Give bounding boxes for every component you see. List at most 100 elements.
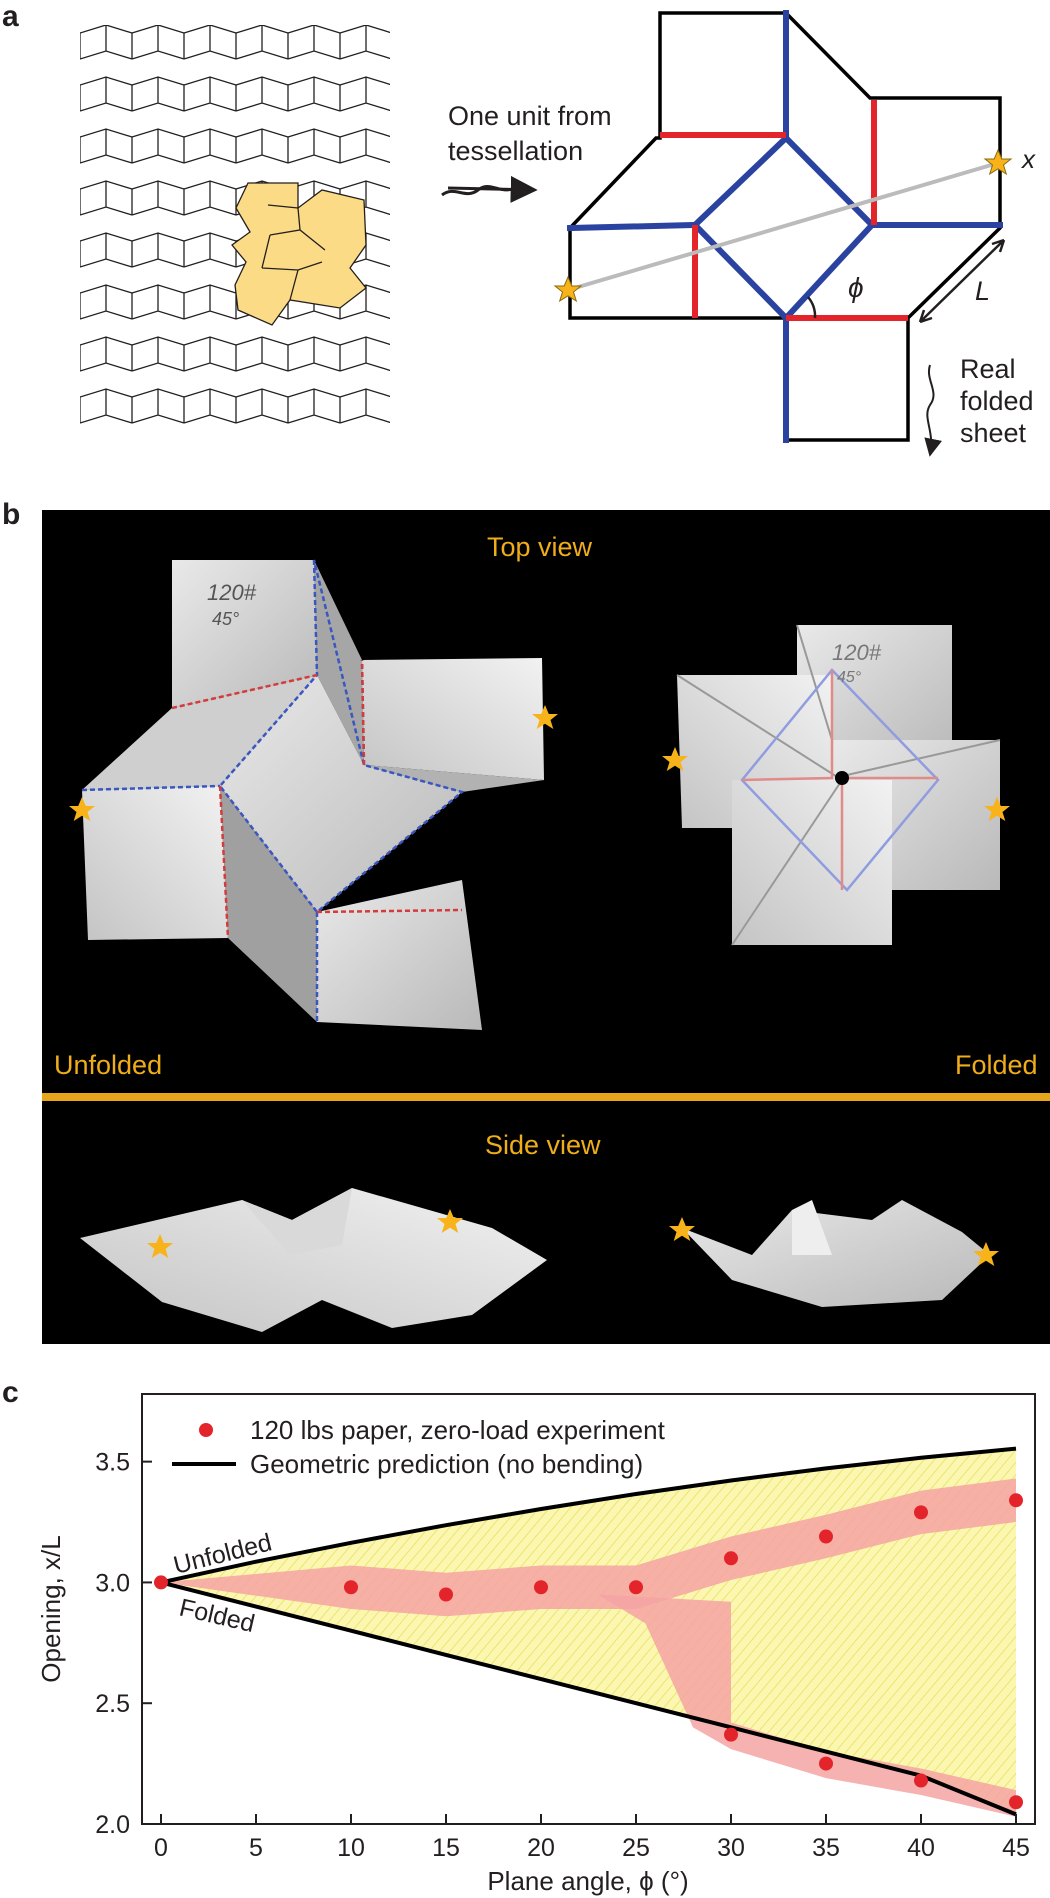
- x-tick-label: 10: [337, 1834, 365, 1862]
- tessellation-cell: [131, 284, 185, 320]
- tessellation-cell: [184, 0, 236, 7]
- side-view-unfolded: polygon: [80, 1188, 547, 1332]
- x-tick-label: 25: [622, 1834, 650, 1862]
- tessellation-cell: [80, 396, 81, 423]
- tessellation-cell: [80, 0, 132, 7]
- panel-a-letter: a: [2, 0, 19, 33]
- real-folded-sheet-line1: Real: [960, 354, 1016, 384]
- tessellation-cell: [236, 441, 288, 475]
- tessellation-cell: [392, 337, 444, 371]
- star-icon-left: [553, 275, 583, 303]
- x-axis-title: Plane angle, ϕ (°): [487, 1866, 688, 1896]
- tessellation-cell: [80, 240, 81, 267]
- upper-branch-band: [161, 1478, 1016, 1617]
- tessellation-cell: [235, 25, 289, 60]
- x-tick-label: 20: [527, 1834, 555, 1862]
- y-axis-title: Opening, x/L: [36, 1535, 66, 1682]
- tessellation-cell: [236, 0, 288, 7]
- data-point: [629, 1580, 643, 1595]
- handwriting-unfolded-1: 120#: [207, 580, 257, 605]
- L-dimension-arrow: [918, 238, 1006, 324]
- x-tick-label: 15: [432, 1834, 460, 1862]
- tessellation-cell: [80, 136, 81, 163]
- tessellation-cell: [339, 76, 390, 112]
- view-separator: [42, 1093, 1050, 1101]
- tessellation-cell: [183, 128, 237, 164]
- tessellation-cell: [235, 388, 289, 424]
- x-tick-label: 0: [154, 1834, 168, 1862]
- tessellation-cell: [444, 0, 496, 7]
- data-point: [154, 1575, 168, 1590]
- tessellation-cell: [80, 388, 133, 424]
- y-tick-label: 3.0: [95, 1569, 130, 1597]
- tessellation-cell: [80, 232, 133, 268]
- tessellation-cell: [444, 389, 496, 423]
- folded-model: 120# 45°: [662, 624, 1010, 946]
- L-label: L: [975, 276, 990, 306]
- tessellation-cell: [392, 25, 444, 59]
- tessellation-cell: [392, 77, 444, 111]
- tessellation-cell: [392, 0, 444, 7]
- tessellation-cell: [392, 181, 444, 215]
- panel-a-figure: One unit from tessellation ϕ x L Rea: [80, 0, 1036, 475]
- panel-c-letter: c: [2, 1376, 19, 1409]
- tessellation-cell: [131, 336, 185, 372]
- folded-label: Folded: [955, 1050, 1038, 1080]
- tessellation-cell: [392, 285, 444, 319]
- data-point: [344, 1580, 358, 1595]
- handwriting-folded-1: 120#: [832, 640, 882, 665]
- tessellation-cell: [340, 0, 392, 7]
- panel-b-letter: b: [2, 498, 21, 531]
- unit-outline: [568, 11, 1002, 442]
- tessellation-cell: [339, 284, 390, 320]
- panel-b-photo: 120# 45° 120# 45° polygon: [42, 510, 1050, 1344]
- tessellation-cell: [444, 285, 496, 319]
- tessellation-cell: [287, 388, 341, 424]
- panel-b-illustration: 120# 45° 120# 45° polygon: [69, 559, 1010, 1332]
- handwriting-unfolded-2: 45°: [212, 609, 239, 629]
- legend-line-label: Geometric prediction (no bending): [250, 1449, 643, 1479]
- data-point: [724, 1727, 738, 1742]
- tessellation-cell: [287, 128, 341, 164]
- star-icon-side-folded-left: [669, 1217, 695, 1241]
- tessellation-cell: [183, 180, 237, 216]
- star-icon-side-folded-right: [973, 1242, 999, 1266]
- folded-center-dot: [835, 771, 849, 785]
- tessellation-cell: [131, 128, 185, 164]
- plot-frame: [141, 1393, 1036, 1825]
- data-point: [534, 1580, 548, 1595]
- data-point: [439, 1587, 453, 1602]
- tessellation-cell: [131, 25, 185, 60]
- legend-point-marker: [199, 1423, 213, 1437]
- tessellation-pattern: [80, 0, 496, 475]
- data-point: [819, 1529, 833, 1544]
- tessellation-cell: [131, 232, 185, 268]
- data-point: [914, 1505, 928, 1520]
- tessellation-cell: [392, 441, 444, 475]
- phi-arc: [806, 296, 817, 319]
- star-icon-unfolded-left: [69, 797, 95, 821]
- real-folded-sheet-line2: folded: [960, 386, 1034, 416]
- tessellation-cell: [340, 441, 392, 475]
- prediction-line-unfolded: [160, 1446, 1017, 1585]
- tessellation-cell: [339, 388, 390, 424]
- tessellation-cell: [183, 336, 237, 372]
- tessellation-cell: [80, 344, 81, 371]
- highlighted-unit: [231, 182, 367, 326]
- star-icon-side-unfolded-left: [147, 1234, 173, 1258]
- tessellation-cell: [287, 25, 341, 60]
- tessellation-cell: [80, 441, 132, 475]
- data-point: [724, 1551, 738, 1566]
- tessellation-cell: [339, 25, 390, 60]
- tessellation-cell: [339, 336, 390, 372]
- tessellation-cell: [132, 441, 184, 475]
- data-point: [1009, 1493, 1023, 1508]
- star-icon-side-unfolded-right: [437, 1209, 463, 1233]
- tessellation-cell: [80, 180, 133, 216]
- side-view-label: Side view: [485, 1130, 601, 1160]
- unfolded-model: 120# 45°: [69, 559, 558, 1030]
- lower-branch-band: [598, 1594, 1016, 1817]
- tessellation-cell: [287, 336, 341, 372]
- x-tick-label: 35: [812, 1834, 840, 1862]
